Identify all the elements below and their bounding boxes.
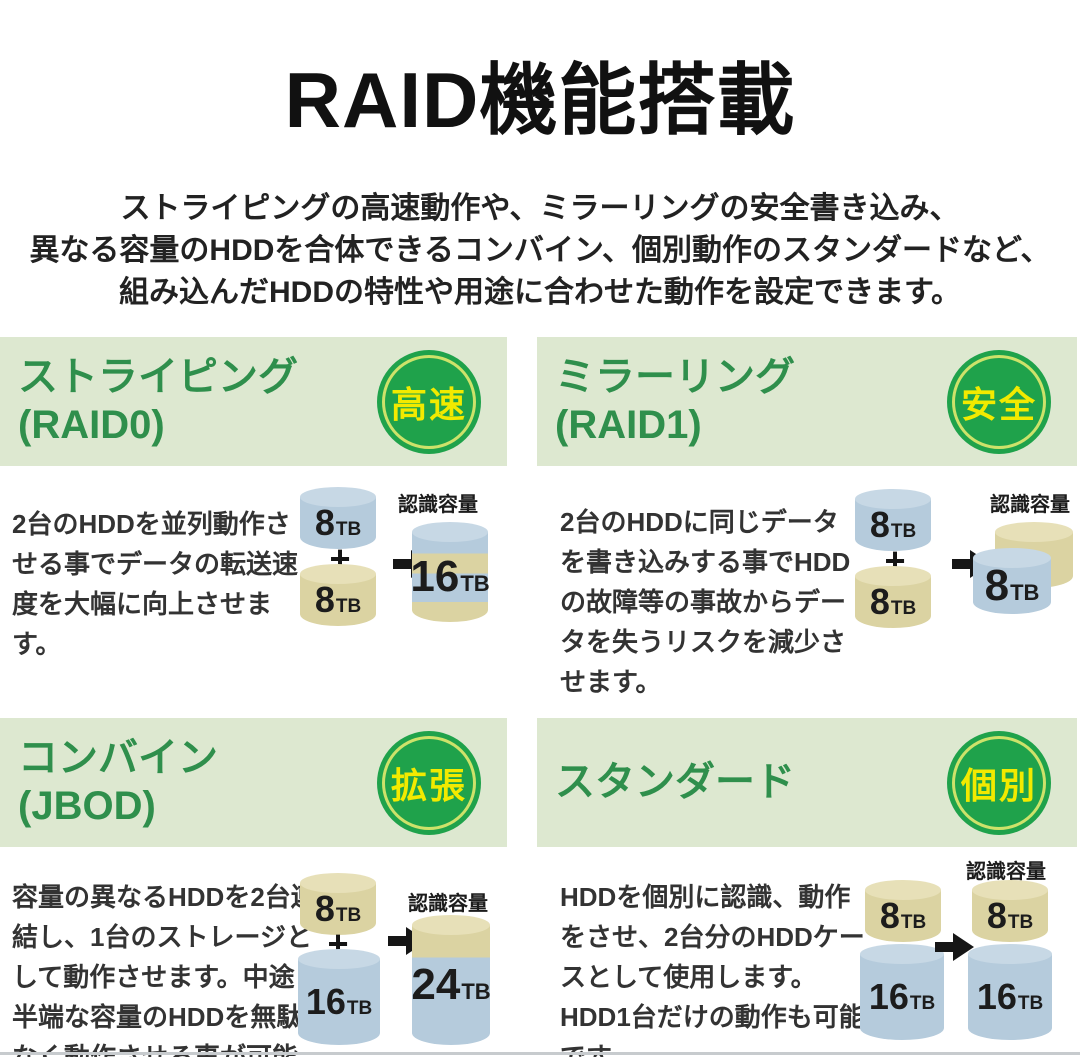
panel-combine-raid-label: (JBOD) <box>18 783 156 828</box>
panel-mirroring-title: ミラーリング (RAID1) <box>555 354 795 448</box>
badge-expansion: 拡張 <box>377 730 481 835</box>
hdd-capacity-value: 8 <box>869 504 890 545</box>
hdd-capacity-unit: TB <box>1017 993 1044 1014</box>
badge-individual-label: 個別 <box>960 764 1037 806</box>
panel-standard-description: HDDを個別に認識、動作をさせ、2台分のHDDケースとして使用します。HDD1台… <box>560 882 865 1057</box>
bottom-edge-line <box>0 1052 1080 1055</box>
panel-mirroring-name: ミラーリング <box>555 355 795 400</box>
hdd-capacity-value: 16 <box>305 981 346 1022</box>
hdd-capacity-unit: TB <box>335 596 362 617</box>
hdd-capacity-value: 16 <box>976 976 1017 1017</box>
hdd-capacity-unit: TB <box>335 905 362 926</box>
subtitle-line-2: 異なる容量のHDDを合体できるコンバイン、個別動作のスタンダードなど、 <box>29 234 1051 267</box>
panel-standard-body: HDDを個別に認識、動作をさせ、2台分のHDDケースとして使用します。HDD1台… <box>537 847 1077 1057</box>
hdd-capacity-value: 16 <box>410 552 460 601</box>
hdd-capacity-unit: TB <box>335 519 362 540</box>
hdd-capacity-value: 8 <box>869 581 890 622</box>
hdd-capacity-unit: TB <box>1010 580 1040 605</box>
panel-mirroring-header: ミラーリング (RAID1) 安全 <box>537 337 1077 466</box>
panel-striping-header: ストライピング (RAID0) 高速 <box>0 337 507 466</box>
badge-individual: 個別 <box>947 730 1051 835</box>
panel-mirroring-raid-label: (RAID1) <box>555 402 702 447</box>
hdd-capacity-unit: TB <box>890 521 917 542</box>
hdd-capacity-value: 8 <box>984 561 1010 610</box>
page-title: RAID機能搭載 <box>284 56 796 144</box>
hdd-capacity-unit: TB <box>890 598 917 619</box>
subtitle-line-3: 組み込んだHDDの特性や用途に合わせた動作を設定できます。 <box>119 276 961 309</box>
hdd-capacity-value: 16 <box>868 976 909 1017</box>
panel-standard: スタンダード 個別 HDDを個別に認識、動作をさせ、2台分のHDDケースとして使… <box>537 718 1077 1057</box>
hdd-capacity-unit: TB <box>900 912 927 933</box>
hdd-capacity-value: 8 <box>986 895 1007 936</box>
hdd-capacity-value: 8 <box>314 502 335 543</box>
recognized-capacity-label: 認識容量 <box>990 494 1070 516</box>
panel-standard-title: スタンダード <box>555 759 795 806</box>
badge-high-speed: 高速 <box>377 349 481 454</box>
recognized-capacity-label: 認識容量 <box>408 893 488 915</box>
hdd-capacity-value: 8 <box>314 579 335 620</box>
hdd-capacity-unit: TB <box>909 993 936 1014</box>
panel-mirroring-body: 2台のHDDに同じデータを書き込みする事でHDDの故障等の事故からデータを失うリ… <box>537 466 1077 718</box>
panel-combine-name: コンバイン <box>18 736 218 781</box>
panel-striping-raid-label: (RAID0) <box>18 402 165 447</box>
panel-striping-title: ストライピング (RAID0) <box>18 354 298 448</box>
badge-safe-label: 安全 <box>960 383 1037 425</box>
panel-combine-title: コンバイン (JBOD) <box>18 735 218 829</box>
panel-mirroring-raid1: ミラーリング (RAID1) 安全 2台のHDDに同じデータを書き込みする事でH… <box>537 337 1077 718</box>
panel-standard-header: スタンダード 個別 <box>537 718 1077 847</box>
subtitle-line-1: ストライピングの高速動作や、ミラーリングの安全書き込み、 <box>120 192 960 225</box>
panel-striping-description: 2台のHDDを並列動作させる事でデータの転送速度を大幅に向上させます。 <box>12 509 299 659</box>
panel-striping-raid0: ストライピング (RAID0) 高速 2台のHDDを並列動作させる事でデータの転… <box>0 337 507 718</box>
badge-high-speed-label: 高速 <box>390 383 467 425</box>
hdd-capacity-unit: TB <box>460 571 490 596</box>
recognized-capacity-label: 認識容量 <box>398 494 478 516</box>
panel-combine-body: 容量の異なるHDDを2台連結し、1台のストレージとして動作させます。中途半端な容… <box>0 847 507 1057</box>
badge-safe: 安全 <box>947 349 1051 454</box>
hdd-capacity-value: 8 <box>314 888 335 929</box>
panel-standard-name: スタンダード <box>555 759 795 804</box>
hdd-capacity-unit: TB <box>346 998 373 1019</box>
panel-combine-jbod: コンバイン (JBOD) 拡張 容量の異なるHDDを2台連結し、1台のストレージ… <box>0 718 507 1057</box>
panel-striping-name: ストライピング <box>18 355 298 400</box>
hdd-capacity-unit: TB <box>461 979 491 1004</box>
panel-combine-header: コンバイン (JBOD) 拡張 <box>0 718 507 847</box>
hdd-capacity-value: 24 <box>411 960 461 1009</box>
recognized-capacity-label: 認識容量 <box>966 861 1046 883</box>
hdd-capacity-unit: TB <box>1007 912 1034 933</box>
panel-mirroring-description: 2台のHDDに同じデータを書き込みする事でHDDの故障等の事故からデータを失うリ… <box>560 507 851 697</box>
hdd-capacity-value: 8 <box>879 895 900 936</box>
badge-expansion-label: 拡張 <box>390 764 467 806</box>
page-subtitle: ストライピングの高速動作や、ミラーリングの安全書き込み、 異なる容量のHDDを合… <box>0 188 1080 314</box>
panel-combine-description: 容量の異なるHDDを2台連結し、1台のストレージとして動作させます。中途半端な容… <box>12 882 317 1057</box>
